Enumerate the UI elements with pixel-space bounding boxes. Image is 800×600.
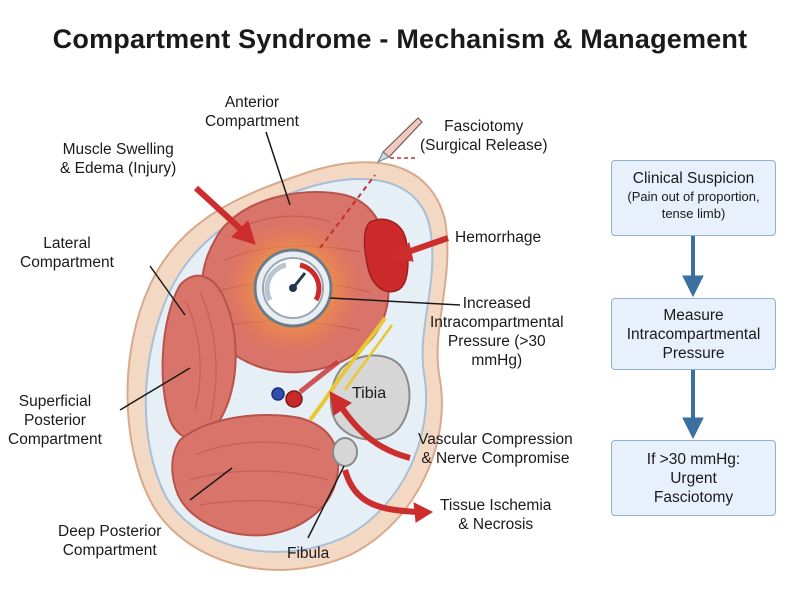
label-muscle-swelling: Muscle Swelling& Edema (Injury)	[60, 141, 177, 177]
scalpel-icon	[376, 117, 423, 164]
vein-vessel	[271, 387, 285, 401]
label-vascular-compression: Vascular Compression& Nerve Compromise	[418, 431, 573, 467]
nerve-bundle	[308, 316, 387, 422]
artery-vessel	[285, 390, 303, 408]
fibula-bone	[332, 437, 358, 467]
pressure-gauge-icon	[253, 248, 333, 328]
label-tissue-ischemia: Tissue Ischemia& Necrosis	[440, 497, 552, 533]
flow-step-measure-pressure: Measure Intracompartmental Pressure	[611, 298, 776, 370]
page-title: Compartment Syndrome - Mechanism & Manag…	[52, 24, 748, 54]
flow-step-urgent-fasciotomy: If >30 mmHg: Urgent Fasciotomy	[611, 440, 776, 516]
label-fasciotomy: Fasciotomy(Surgical Release)	[420, 118, 548, 154]
flow-step-clinical-suspicion: Clinical Suspicion (Pain out of proporti…	[611, 160, 776, 236]
label-tibia: Tibia	[352, 385, 387, 402]
label-hemorrhage: Hemorrhage	[455, 229, 542, 246]
hemorrhage-region	[363, 218, 409, 293]
label-fibula: Fibula	[287, 545, 330, 562]
